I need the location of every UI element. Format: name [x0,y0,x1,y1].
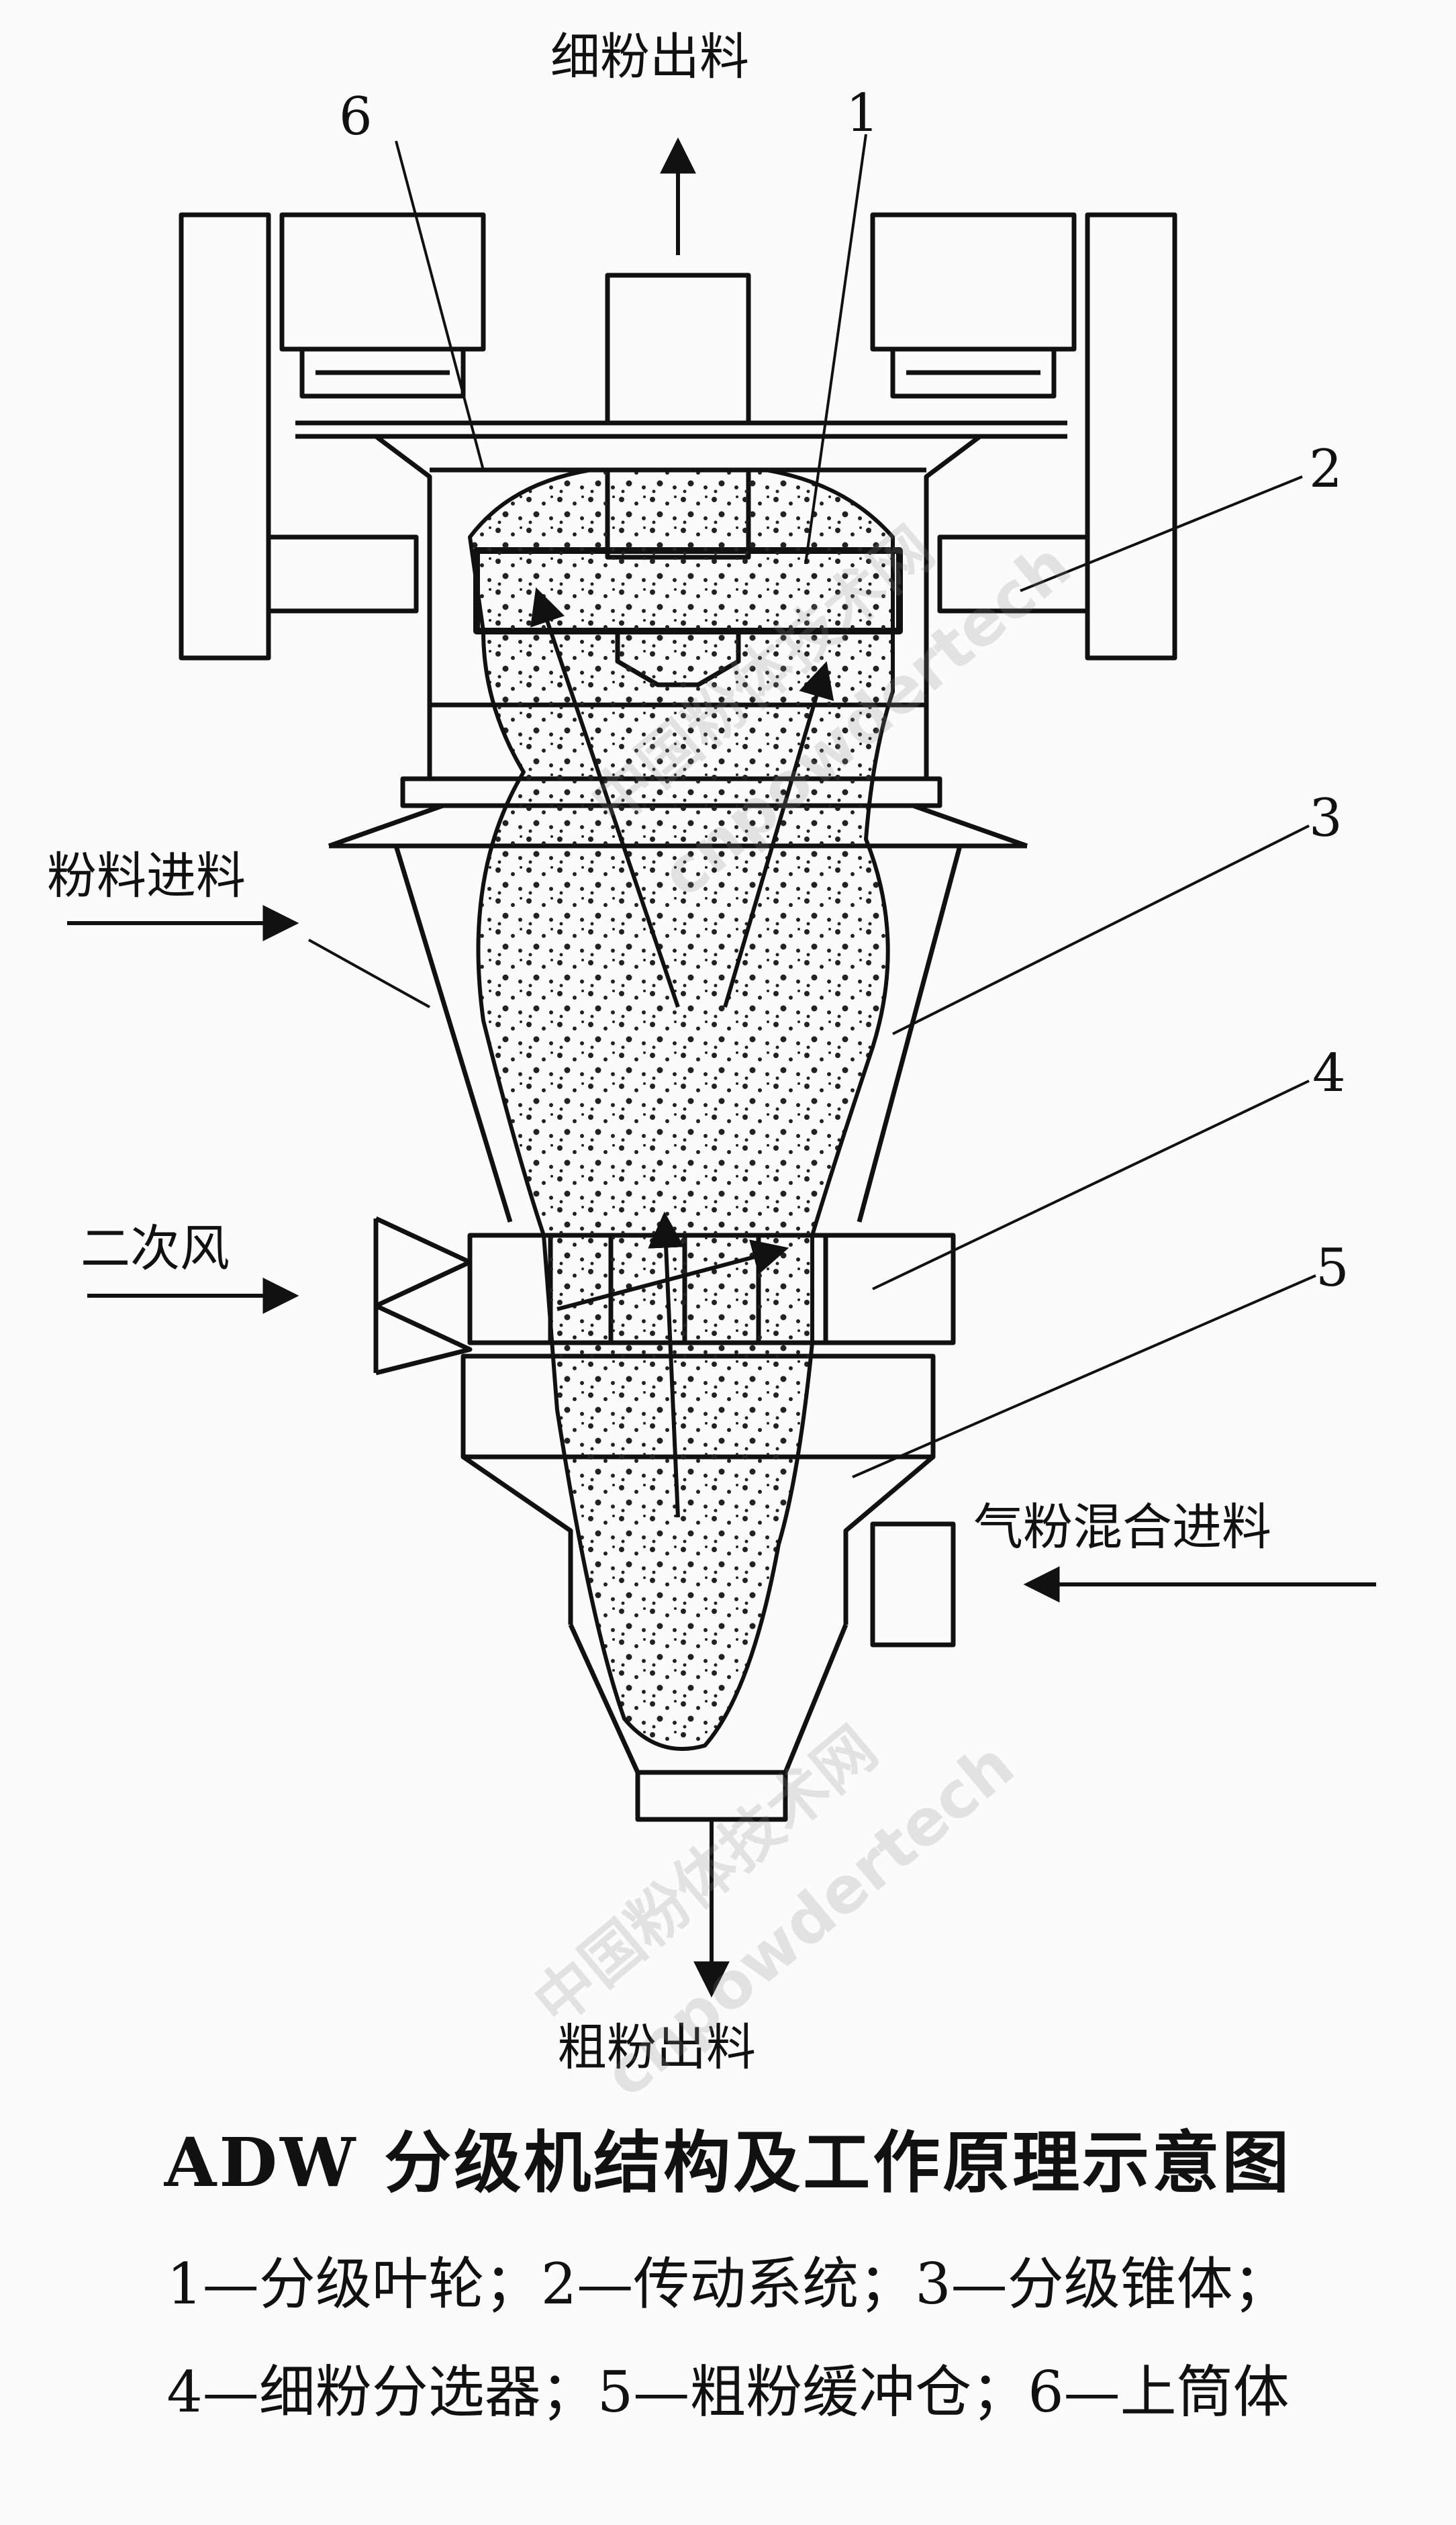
flow-arrow-up [530,587,680,1008]
classifier-cone [393,705,963,1223]
left-motor [179,212,486,661]
label-mixed-in: 气粉混合进料 [973,1498,1271,1556]
part-number-6: 6 [339,87,373,147]
caption-title: ADW 分级机结构及工作原理示意图 [164,2123,1292,2202]
caption: ADW 分级机结构及工作原理示意图 1—分级叶轮；2—传动系统；3—分级锥体； … [0,2108,1456,2455]
legend-line-2: 4—细粉分选器；5—粗粉缓冲仓；6—上筒体 [166,2359,1290,2425]
part-number-3: 3 [1309,788,1343,849]
right-motor [870,212,1177,661]
label-secondary-air: 二次风 [81,1220,230,1278]
part-number-4: 4 [1312,1043,1346,1104]
part-number-5: 5 [1316,1238,1349,1298]
legend-line-1: 1—分级叶轮；2—传动系统；3—分级锥体； [166,2251,1290,2317]
part-number-2: 2 [1309,439,1343,499]
part-number-1: 1 [846,83,879,144]
classifier-diagram: 1 2 3 4 5 6 细粉出料 粉料进料 二次风 气粉混合进料 粗粉出料 中国… [47,28,1376,2101]
label-coarse-out: 粗粉出料 [557,2019,756,2077]
label-fine-out: 细粉出料 [550,28,749,86]
fine-outlet-pipe [605,273,751,426]
label-powder-in: 粉料进料 [47,847,246,905]
